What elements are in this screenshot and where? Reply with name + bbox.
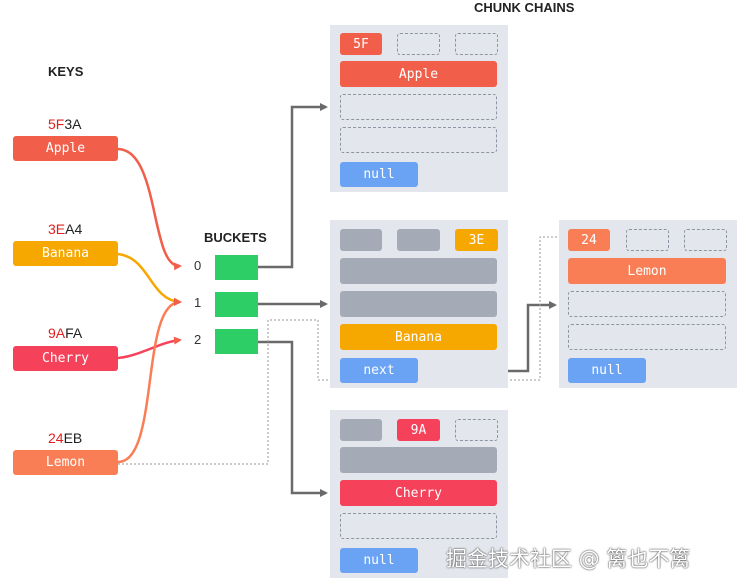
- buckets-heading: BUCKETS: [204, 230, 267, 245]
- chunk-4-entry: Lemon: [568, 258, 726, 284]
- key-hash-lemon: 24EB: [48, 430, 83, 446]
- lemon-dotted-trail: [118, 236, 568, 465]
- chunk-4-tag: 24: [568, 229, 610, 251]
- chunk-3-pointer: null: [340, 548, 418, 573]
- chunk-1-empty-entry: [340, 127, 497, 153]
- cherry-hash-arrow: [117, 336, 182, 360]
- chunk-3-tag: 9A: [397, 419, 440, 441]
- key-hash-cherry: 9AFA: [48, 325, 83, 341]
- lemon-hash-arrow: [117, 298, 182, 464]
- chunk-1-empty-entry: [340, 94, 497, 120]
- banana-hash-arrow: [117, 252, 182, 306]
- bucket2-arrow: [258, 340, 328, 497]
- chunk-2-tag: 3E: [455, 229, 498, 251]
- chunk-1-pointer: null: [340, 162, 418, 187]
- chunk-chains-heading: CHUNK CHAINS: [474, 0, 575, 15]
- key-cherry: Cherry: [13, 346, 118, 371]
- chunk-3-empty-tag: [455, 419, 498, 441]
- chunk-3-entry: Cherry: [340, 480, 497, 506]
- chunk-2-used-tag: [340, 229, 382, 251]
- key-hash-banana: 3EA4: [48, 221, 83, 237]
- key-banana: Banana: [13, 241, 118, 266]
- chunk-1-empty-tag: [397, 33, 440, 55]
- chunk-2-pointer: next: [340, 358, 418, 383]
- chunk-2-used-tag: [397, 229, 440, 251]
- watermark: 掘金技术社区 @ 篱也不篱: [446, 547, 691, 571]
- key-hash-apple: 5F3A: [48, 116, 82, 132]
- bucket-0: [215, 255, 258, 280]
- chunk-4-pointer: null: [568, 358, 646, 383]
- chunk-4-empty-tag: [684, 229, 727, 251]
- chunk-2-used-entry: [340, 291, 497, 317]
- chunk-1-tag: 5F: [340, 33, 382, 55]
- chunk-4-empty-tag: [626, 229, 669, 251]
- chunk-4-empty-entry: [568, 291, 726, 317]
- chunk-4-empty-entry: [568, 324, 726, 350]
- chunk-3-used-entry: [340, 447, 497, 473]
- chunk-3-empty-entry: [340, 513, 497, 539]
- chunk-1-entry: Apple: [340, 61, 497, 87]
- bucket-index-0: 0: [194, 258, 202, 273]
- key-lemon: Lemon: [13, 450, 118, 475]
- key-apple: Apple: [13, 136, 118, 161]
- bucket0-arrow: [258, 103, 328, 269]
- chunk-2-entry: Banana: [340, 324, 497, 350]
- chunk-2-used-entry: [340, 258, 497, 284]
- bucket-2: [215, 329, 258, 354]
- bucket-1: [215, 292, 258, 317]
- chunk-1-empty-tag: [455, 33, 498, 55]
- apple-hash-arrow: [117, 147, 182, 271]
- chunk-3-used-tag: [340, 419, 382, 441]
- bucket-index-2: 2: [194, 332, 202, 347]
- keys-heading: KEYS: [48, 64, 84, 79]
- bucket-index-1: 1: [194, 295, 202, 310]
